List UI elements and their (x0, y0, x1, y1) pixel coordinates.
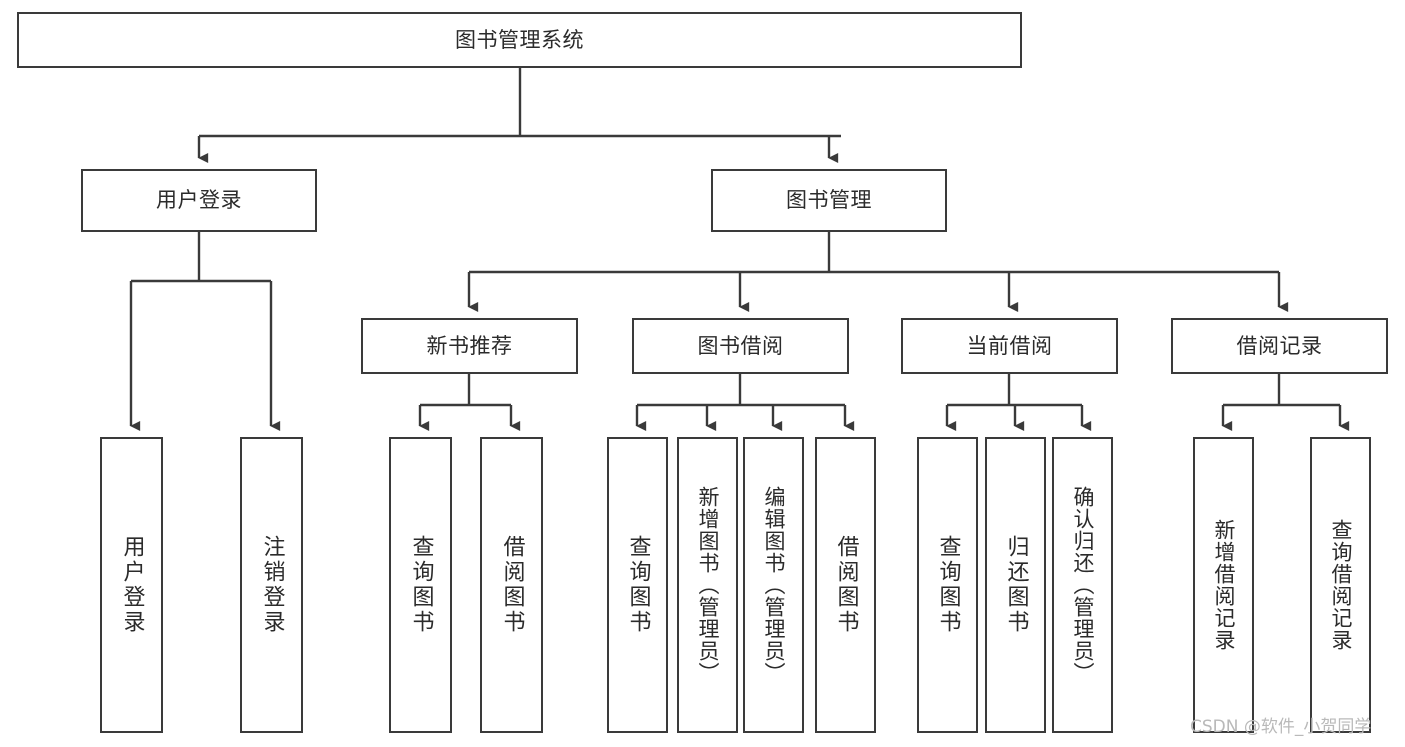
node-leaf-user-logout-label: 注销登录 (259, 535, 285, 635)
node-leaf-user-login-label: 用户登录 (119, 535, 145, 635)
node-root-label: 图书管理系统 (455, 27, 584, 52)
node-borrow-record[interactable]: 借阅记录 (1171, 318, 1388, 374)
node-leaf-edit-book[interactable]: 编辑图书（管理员） (743, 437, 804, 733)
node-leaf-add-record-label: 新增借阅记录 (1212, 519, 1236, 651)
node-leaf-user-login[interactable]: 用户登录 (100, 437, 163, 733)
node-current-borrow[interactable]: 当前借阅 (901, 318, 1118, 374)
node-leaf-edit-book-label: 编辑图书（管理员） (762, 486, 786, 684)
node-book-management[interactable]: 图书管理 (711, 169, 947, 232)
node-book-management-label: 图书管理 (786, 188, 872, 213)
node-leaf-query-record[interactable]: 查询借阅记录 (1310, 437, 1371, 733)
node-book-borrow[interactable]: 图书借阅 (632, 318, 849, 374)
node-user-login-label: 用户登录 (156, 188, 242, 213)
node-leaf-borrow-book-1-label: 借阅图书 (499, 535, 525, 635)
node-leaf-borrow-book-2-label: 借阅图书 (833, 535, 859, 635)
node-leaf-add-book-label: 新增图书（管理员） (696, 486, 720, 684)
node-leaf-query-book-3-label: 查询图书 (935, 535, 961, 635)
node-leaf-query-book-1-label: 查询图书 (408, 535, 434, 635)
node-leaf-add-record[interactable]: 新增借阅记录 (1193, 437, 1254, 733)
node-leaf-borrow-book-2[interactable]: 借阅图书 (815, 437, 876, 733)
node-leaf-query-book-2[interactable]: 查询图书 (607, 437, 668, 733)
node-leaf-query-book-1[interactable]: 查询图书 (389, 437, 452, 733)
node-leaf-query-book-3[interactable]: 查询图书 (917, 437, 978, 733)
node-leaf-borrow-book-1[interactable]: 借阅图书 (480, 437, 543, 733)
node-borrow-record-label: 借阅记录 (1236, 333, 1323, 358)
node-leaf-return-book-label: 归还图书 (1003, 535, 1029, 635)
node-book-borrow-label: 图书借阅 (697, 333, 784, 358)
node-leaf-user-logout[interactable]: 注销登录 (240, 437, 303, 733)
node-leaf-query-record-label: 查询借阅记录 (1329, 519, 1353, 651)
node-root[interactable]: 图书管理系统 (17, 12, 1022, 68)
node-leaf-confirm-return[interactable]: 确认归还（管理员） (1052, 437, 1113, 733)
node-leaf-return-book[interactable]: 归还图书 (985, 437, 1046, 733)
node-new-book-recommend-label: 新书推荐 (426, 333, 513, 358)
node-leaf-confirm-return-label: 确认归还（管理员） (1071, 486, 1095, 684)
node-new-book-recommend[interactable]: 新书推荐 (361, 318, 578, 374)
watermark: CSDN @软件_小贺同学 (1190, 717, 1372, 737)
node-leaf-add-book[interactable]: 新增图书（管理员） (677, 437, 738, 733)
node-user-login[interactable]: 用户登录 (81, 169, 317, 232)
node-leaf-query-book-2-label: 查询图书 (625, 535, 651, 635)
node-current-borrow-label: 当前借阅 (966, 333, 1053, 358)
